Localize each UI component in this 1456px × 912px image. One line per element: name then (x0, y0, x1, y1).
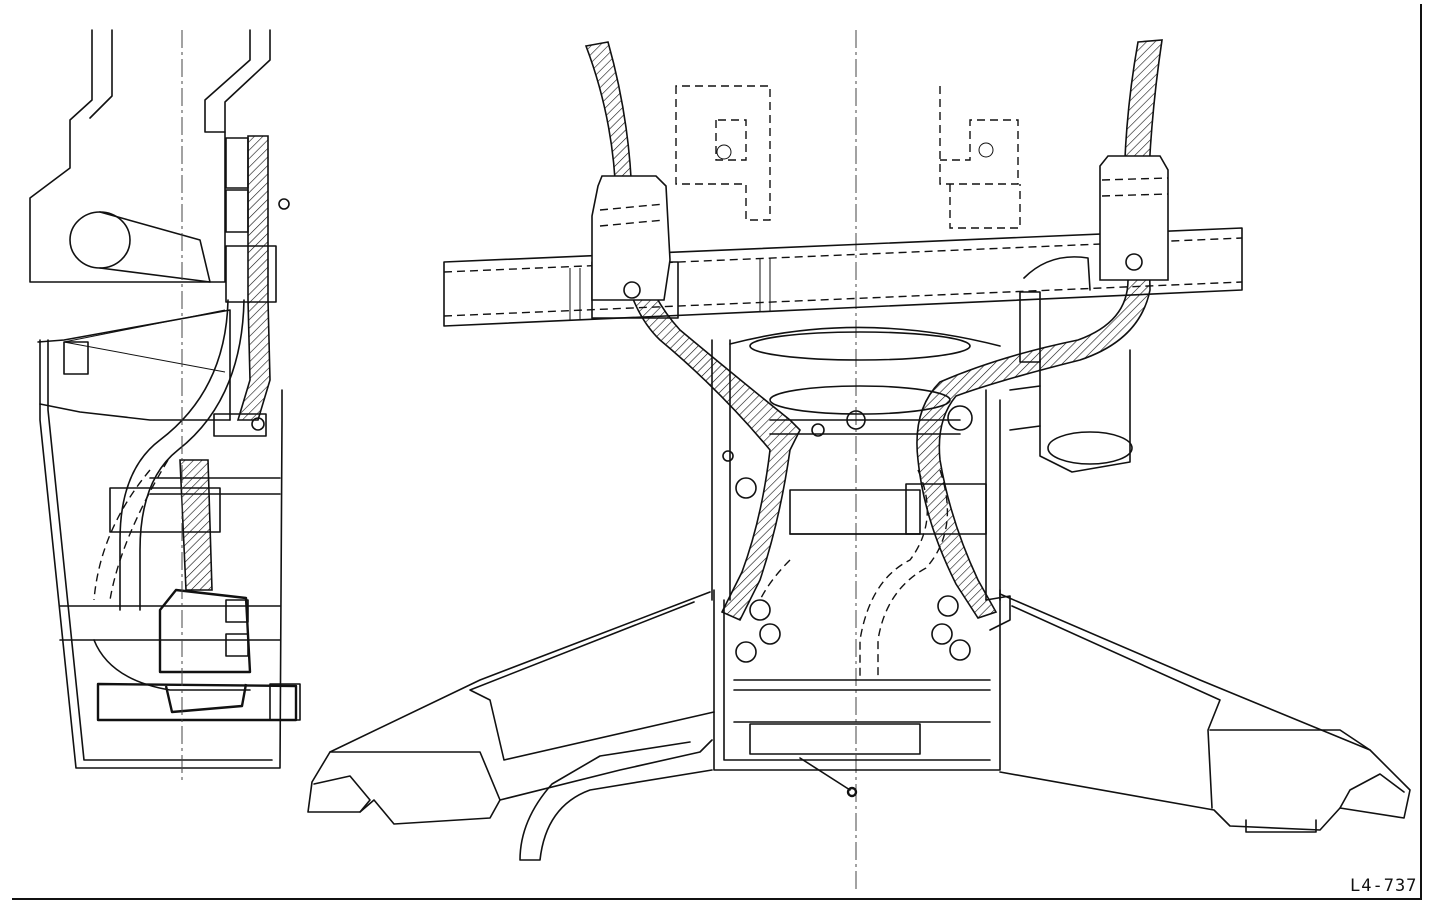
side-cable-clamp (225, 245, 277, 303)
front-cable-right (916, 39, 1169, 619)
side-cable-hatched (236, 135, 271, 421)
front-clip-left (591, 175, 671, 301)
side-view (29, 29, 301, 780)
front-base-block (713, 589, 1001, 798)
front-clip-right (1099, 155, 1169, 281)
drawing-frame (12, 4, 1422, 900)
side-cable-lower-hatched (179, 459, 213, 591)
front-view (307, 30, 1411, 890)
side-lower-housing (37, 309, 283, 769)
front-arm-right (985, 593, 1411, 833)
front-actuator (1009, 256, 1133, 473)
side-round-boss (69, 211, 211, 283)
front-cable-left (584, 41, 801, 622)
front-arm-left (307, 591, 715, 861)
figure-reference-code: L4-737 (1350, 876, 1418, 896)
front-central-housing (711, 326, 1001, 680)
